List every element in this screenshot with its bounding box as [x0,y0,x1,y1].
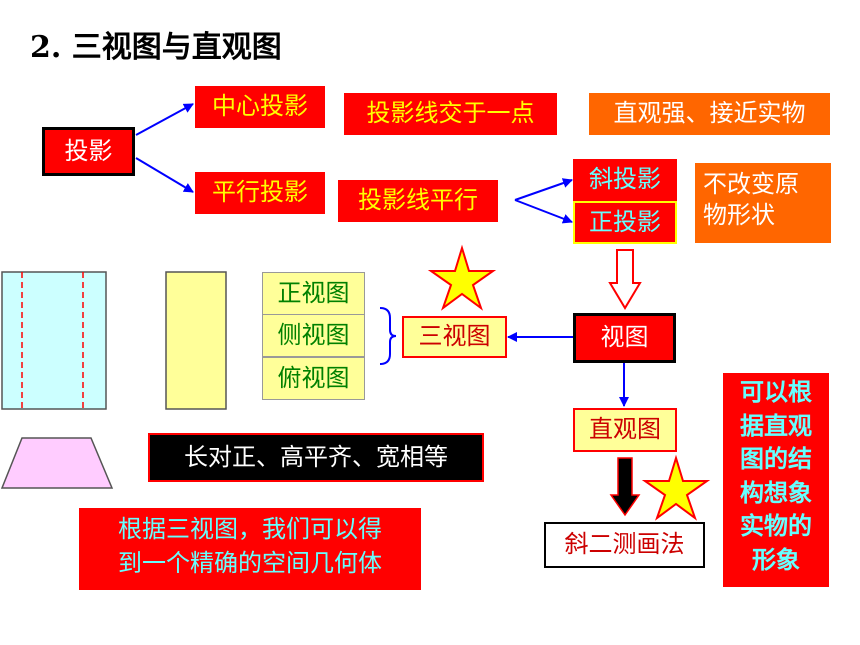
node-zhongxin-feature: 直观强、接近实物 [589,93,830,135]
note-line: 构想象 [740,478,812,507]
node-xie: 斜投影 [573,159,677,201]
node-zhongxin-desc: 投影线交于一点 [344,93,557,135]
note-line: 实物的 [740,512,812,541]
note-line: 可以根 [740,378,812,406]
node-xieer: 斜二测画法 [544,522,705,568]
node-touying: 投影 [42,127,135,176]
black-down-arrow [609,457,641,517]
note-right: 可以根 据直观 图的结 构想象 实物的 形象 [723,373,829,587]
arrow-touying-to-pingxing [135,157,194,193]
curly-brace [379,307,397,365]
star-icon [427,244,497,311]
rule-box: 长对正、高平齐、宽相等 [148,433,484,482]
node-sanshitu: 三视图 [402,316,507,358]
arrow-to-xie [514,178,573,201]
node-zheng: 正投影 [573,201,677,244]
node-shitu: 视图 [573,313,676,363]
note-left: 根据三视图，我们可以得 到一个精确的空间几何体 [79,508,421,590]
feature-line: 物形状 [703,201,775,230]
node-pingxing-desc: 投影线平行 [338,180,498,222]
view-ce: 侧视图 [262,314,365,357]
note-line: 根据三视图，我们可以得 [118,515,382,543]
node-pingxing: 平行投影 [195,172,325,214]
note-line: 到一个精确的空间几何体 [118,548,382,577]
node-pingxing-feature: 不改变原 物形状 [695,163,831,243]
node-zhongxin: 中心投影 [195,86,325,128]
front-view-shape [1,271,107,410]
view-zheng: 正视图 [262,272,365,315]
feature-line: 不改变原 [703,170,799,198]
side-view-shape [165,271,227,410]
top-view-shape [0,437,114,489]
arrow-touying-to-zhongxin [135,103,194,136]
note-line: 图的结 [740,445,812,474]
star-icon [641,454,711,521]
arrow-to-zheng [514,199,573,224]
view-fu: 俯视图 [262,357,365,400]
node-zhiguantu: 直观图 [573,408,677,452]
note-line: 据直观 [740,411,812,440]
page-title: 2. 三视图与直观图 [30,30,282,65]
note-line: 形象 [752,545,800,574]
hollow-down-arrow [608,249,642,310]
